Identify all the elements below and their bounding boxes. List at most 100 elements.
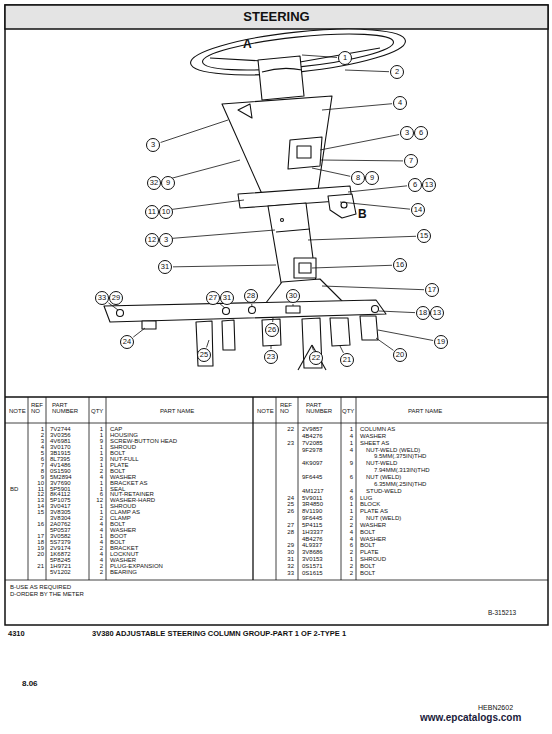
table-cell: 2A0762 xyxy=(50,521,71,527)
table-cell: 1 xyxy=(100,426,103,432)
leader-line xyxy=(251,304,252,307)
table-cell: SHROUD xyxy=(110,503,136,509)
callout-number: 3 xyxy=(159,233,173,247)
callout-text: 9 xyxy=(166,179,170,187)
table-cell: 1H9721 xyxy=(50,563,71,569)
table-cell: 1 xyxy=(100,462,103,468)
table-cell: 4 xyxy=(100,521,103,527)
callout-number: 9 xyxy=(365,171,379,185)
callout-number: 31 xyxy=(158,260,172,274)
table-cell: 12 xyxy=(37,491,44,497)
table-cell: 0S1615 xyxy=(302,570,323,576)
table-cell: 1 xyxy=(100,486,103,492)
table-cell: 8V1190 xyxy=(302,508,322,514)
callout-number: 33 xyxy=(95,291,109,305)
table-cell: 1 xyxy=(100,480,103,486)
leader-line xyxy=(312,346,313,350)
callout-number: 9 xyxy=(161,176,175,190)
table-cell: 7 xyxy=(41,462,44,468)
callout-text: 31 xyxy=(161,263,169,271)
table-cell: 20 xyxy=(37,551,44,557)
page-border xyxy=(5,5,548,625)
table-cell: 9F2978 xyxy=(302,447,322,453)
table-cell: 4 xyxy=(350,447,353,453)
callout-number: 13 xyxy=(422,178,436,192)
drawing-number: B-315213 xyxy=(488,610,516,617)
table-cell: 2 xyxy=(350,563,353,569)
table-cell: 9 xyxy=(350,460,353,466)
table-cell: 32 xyxy=(287,563,294,569)
table-cell: 3B1915 xyxy=(50,450,71,456)
table-cell: 9F6445 xyxy=(302,474,322,480)
leader-line xyxy=(271,346,272,349)
table-cell: 3 xyxy=(41,438,44,444)
table-cell: 3V0153 xyxy=(302,556,323,562)
callout-number: 17 xyxy=(425,283,439,297)
table-cell: WASHER xyxy=(110,557,136,563)
table-note: D-ORDER BY THE METER xyxy=(10,591,84,597)
leader-line xyxy=(379,311,415,313)
table-cell: 2 xyxy=(100,563,103,569)
table-cell: 8K4112 xyxy=(50,491,70,497)
callout-number: 20 xyxy=(393,348,407,362)
table-cell: PLATE xyxy=(110,462,129,468)
table-cell: 2 xyxy=(100,515,103,521)
table-cell: 3V8305 xyxy=(50,509,71,515)
table-cell: 6 xyxy=(350,542,353,548)
leader-line xyxy=(322,286,424,290)
table-cell: 1 xyxy=(100,444,103,450)
table-cell: 2 xyxy=(100,569,103,575)
table-cell: CLAMP xyxy=(110,515,131,521)
leader-line xyxy=(348,186,407,192)
table-header: PART NAME xyxy=(408,408,442,414)
callout-number: 14 xyxy=(411,203,425,217)
leader-line xyxy=(160,230,275,239)
callout-text: 3 xyxy=(405,129,409,137)
leader-line xyxy=(340,202,410,209)
callout-number: 10 xyxy=(159,205,173,219)
leader-line xyxy=(308,236,416,240)
table-cell: BOOT xyxy=(110,533,127,539)
callout-number: 3 xyxy=(146,138,160,152)
leader-line xyxy=(173,265,276,267)
callout-text: 6 xyxy=(419,129,423,137)
table-cell: BLOCK xyxy=(360,501,380,507)
table-cell: COLUMN AS xyxy=(360,426,395,432)
document-code: HEBN2602 xyxy=(478,704,513,711)
table-cell: 0S1590 xyxy=(50,468,71,474)
table-cell: 3R4850 xyxy=(302,501,323,507)
table-top-rule xyxy=(5,396,548,398)
upper-shroud xyxy=(222,96,332,194)
callout-number: 23 xyxy=(264,350,278,364)
table-cell: 4B4276 xyxy=(302,433,323,439)
table-cell: 4 xyxy=(100,527,103,533)
table-cell: LUG xyxy=(360,495,372,501)
table-cell: 1 xyxy=(350,508,353,514)
table-cell: SHEET AS xyxy=(360,440,389,446)
table-cell: BRACKET xyxy=(110,545,138,551)
table-cell: BOLT xyxy=(110,539,125,545)
table-cell: BOLT xyxy=(110,450,125,456)
table-cell: 4B4276 xyxy=(302,536,323,542)
callout-number: 19 xyxy=(434,335,448,349)
table-cell: BOLT xyxy=(360,570,375,576)
callout-text: 13 xyxy=(433,309,441,317)
table-cell: 2 xyxy=(100,545,103,551)
table-cell: NUT-WELD xyxy=(366,460,397,466)
table-header: NOTE xyxy=(257,408,274,414)
page-title: STEERING xyxy=(5,10,548,23)
table-cell: 24 xyxy=(287,495,294,501)
callout-text: 18 xyxy=(419,309,427,317)
callout-text: 25 xyxy=(200,351,208,359)
table-cell: 25 xyxy=(287,501,294,507)
table-cell: 3 xyxy=(100,456,103,462)
table-cell: 3V8304 xyxy=(50,515,71,521)
callout-text: 7 xyxy=(409,157,413,165)
table-cell: 9 xyxy=(100,438,103,444)
callout-text: 19 xyxy=(437,338,445,346)
callout-number: 1 xyxy=(338,51,352,65)
table-cell: BOLT xyxy=(360,563,375,569)
callout-text: 8 xyxy=(356,174,360,182)
leader-line xyxy=(312,168,350,176)
table-cell: WASHER xyxy=(360,433,386,439)
